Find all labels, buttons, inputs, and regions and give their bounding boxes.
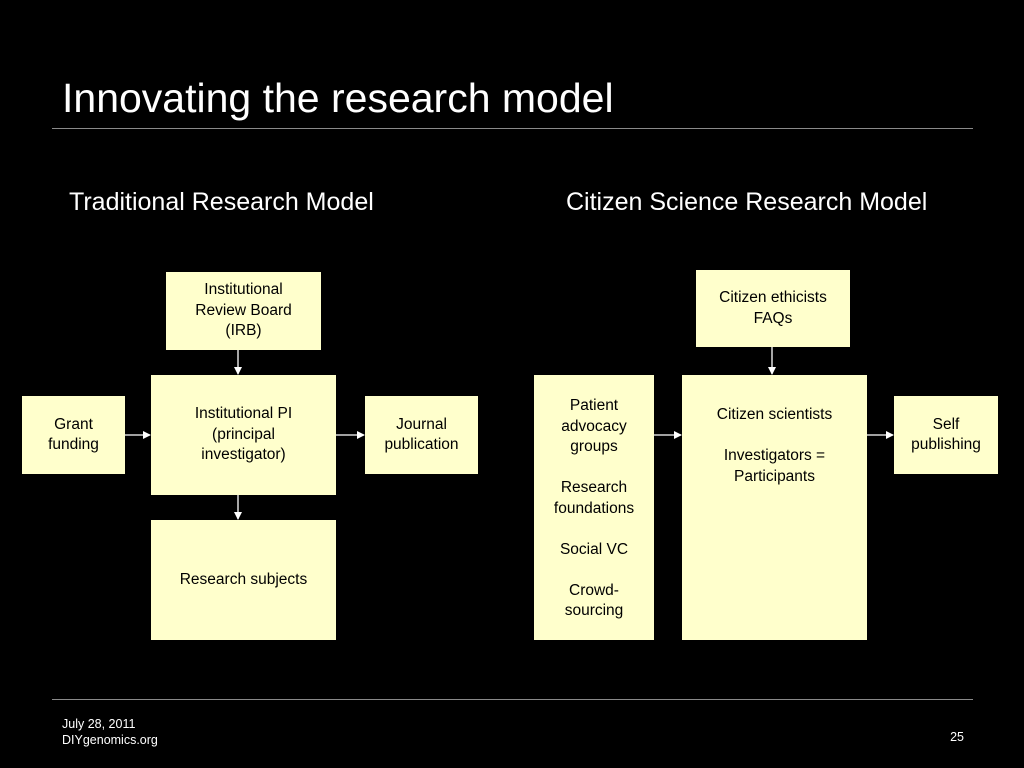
box-text-line: advocacy — [561, 417, 627, 435]
footer-divider — [52, 699, 973, 700]
box-text-line: Institutional — [204, 281, 283, 299]
grant-funding-box: Grant funding — [22, 396, 125, 474]
slide-title: Innovating the research model — [62, 75, 614, 121]
box-text-line: Grant — [54, 415, 93, 433]
box-text-line: FAQs — [753, 309, 793, 327]
page-number: 25 — [950, 730, 964, 744]
title-divider — [52, 128, 973, 129]
box-text-line: Patient — [569, 397, 619, 414]
box-text-line: Journal — [396, 415, 447, 433]
box-text-line: Investigators = — [723, 447, 826, 464]
box-text-line: groups — [570, 438, 618, 455]
citizen-model-heading: Citizen Science Research Model — [566, 188, 928, 216]
box-text-line: Citizen ethicists — [719, 289, 827, 306]
box-text-line: publishing — [911, 436, 981, 453]
box-text-line: Institutional PI — [194, 405, 293, 423]
box-text-line: investigator) — [201, 446, 286, 464]
box-text-line: funding — [48, 436, 99, 453]
box-text-line: (IRB) — [225, 322, 262, 340]
footer-site: DIYgenomics.org — [62, 733, 158, 747]
box-text-line: foundations — [553, 499, 635, 517]
institutional-pi-box: Institutional PI (principal investigator) — [151, 375, 336, 495]
box-text-line: Citizen scientists — [716, 406, 833, 423]
box-text-line: Participants — [734, 467, 815, 485]
box-text-line: Social VC — [559, 540, 629, 558]
box-text-line: Research subjects — [179, 570, 308, 588]
footer-date: July 28, 2011 — [62, 717, 136, 731]
box-text-line: Research — [560, 479, 628, 496]
box-text-line: sourcing — [564, 602, 624, 619]
box-text-line: (principal — [212, 425, 275, 443]
box-text-line: Self — [932, 415, 960, 433]
footer-info: July 28, 2011 DIYgenomics.org — [62, 716, 158, 748]
traditional-model-heading: Traditional Research Model — [69, 188, 374, 216]
box-text-line: Review Board — [195, 301, 292, 319]
research-subjects-box: Research subjects — [151, 520, 336, 640]
box-text-line: Crowd- — [569, 581, 619, 599]
journal-publication-box: Journal publication — [365, 396, 478, 474]
box-text-line: publication — [384, 436, 459, 453]
self-publishing-box: Self publishing — [894, 396, 998, 474]
